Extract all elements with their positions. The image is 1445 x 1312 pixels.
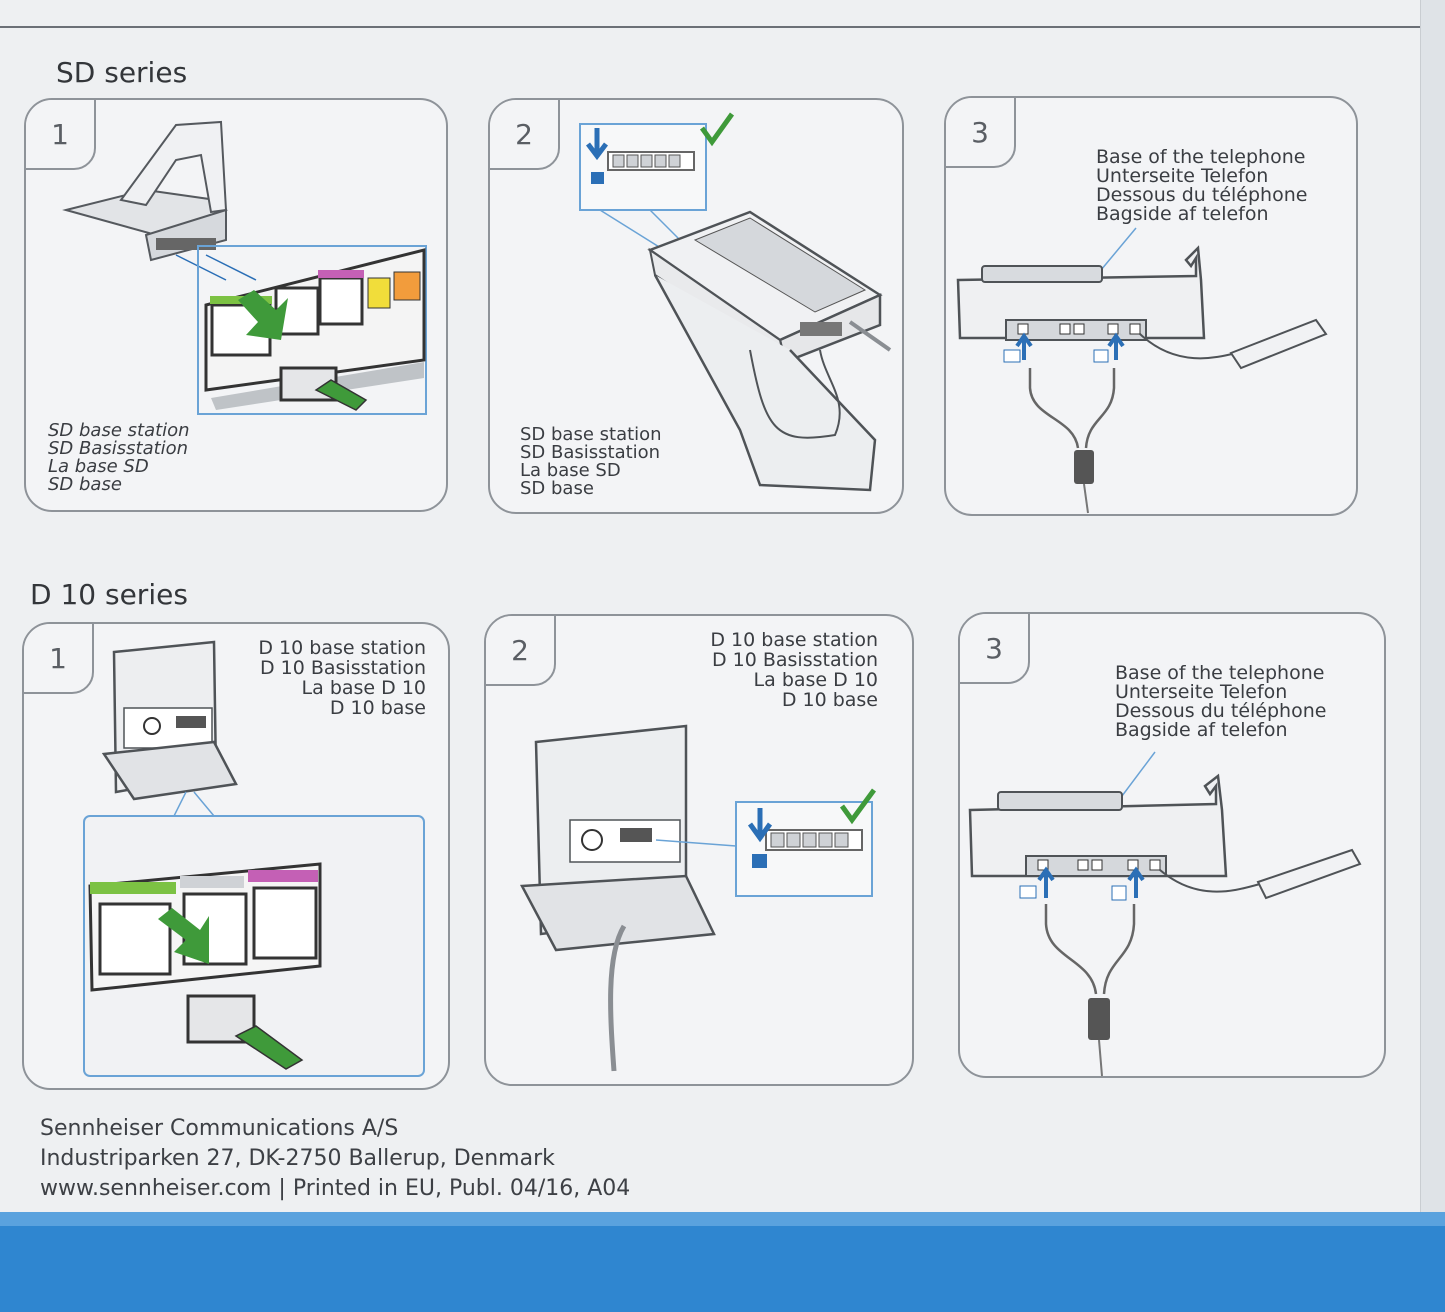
d10-step1-caption: D 10 base station D 10 Basisstation La b… — [258, 637, 426, 719]
step-number-badge: 2 — [490, 100, 560, 170]
step-number-badge: 1 — [24, 624, 94, 694]
sd-step2-caption: SD base station SD Basisstation La base … — [520, 424, 662, 499]
d10-step1-panel: 1 D 10 base station D 10 Basisstation La… — [22, 622, 450, 1090]
sd-step3-caption: Base of the telephone Unterseite Telefon… — [1096, 146, 1308, 225]
company-name: Sennheiser Communications A/S — [40, 1116, 399, 1141]
step-number-badge: 1 — [26, 100, 96, 170]
top-divider — [0, 26, 1420, 28]
blue-band-highlight — [0, 1212, 1445, 1226]
step-number-badge: 2 — [486, 616, 556, 686]
d10-step3-panel: 3 Base of the telephone Unterseite Telef… — [958, 612, 1386, 1078]
sd-step1-caption: SD base station SD Basisstation La base … — [48, 420, 190, 495]
sd-step2-panel: 2 SD base station SD Basisstation La bas… — [488, 98, 904, 514]
d10-telephone-base-illustration — [968, 751, 1362, 1076]
d10-step2-caption: D 10 base station D 10 Basisstation La b… — [710, 629, 878, 711]
step-number-badge: 3 — [960, 614, 1030, 684]
sd-step1-panel: 1 SD base station SD Basisstation La bas… — [24, 98, 448, 512]
d10-step2-panel: 2 D 10 base station D 10 Basisstation La… — [484, 614, 914, 1086]
blue-bottom-band — [0, 1212, 1445, 1312]
d10-step3-caption: Base of the telephone Unterseite Telefon… — [1115, 662, 1327, 741]
company-address: Industriparken 27, DK-2750 Ballerup, Den… — [40, 1146, 555, 1171]
sd-dip-switch-illustration — [579, 112, 892, 492]
sd-series-title: SD series — [56, 56, 188, 89]
publication-info: www.sennheiser.com | Printed in EU, Publ… — [40, 1176, 631, 1201]
sd-telephone-base-illustration — [956, 227, 1328, 514]
manual-sheet: SD series 1 SD base station S — [0, 0, 1421, 1230]
d10-base-station-illustration — [83, 640, 425, 1077]
d10-dip-switch-illustration — [519, 724, 877, 1072]
sd-step3-panel: 3 Base of the telephone Unterseite Telef… — [944, 96, 1358, 516]
publisher-footer: Sennheiser Communications A/S Industripa… — [40, 1114, 630, 1204]
sd-base-station-illustration — [62, 120, 427, 415]
d10-series-title: D 10 series — [30, 578, 188, 611]
step-number-badge: 3 — [946, 98, 1016, 168]
